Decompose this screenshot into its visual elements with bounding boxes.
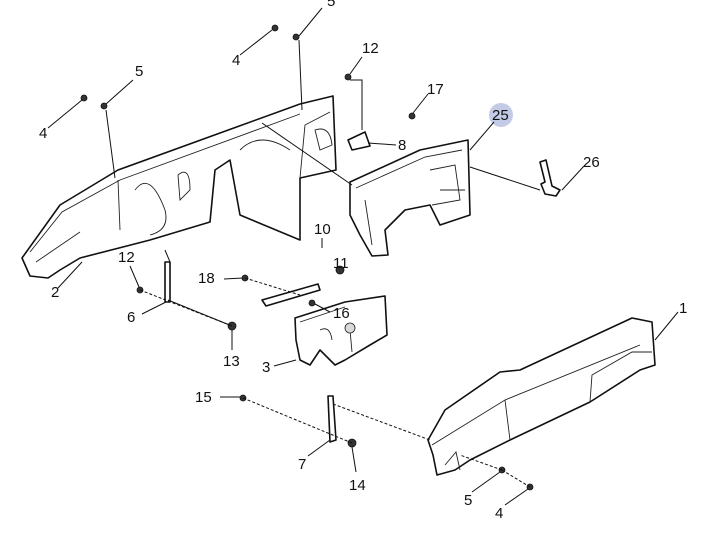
callout-highlight: [489, 103, 513, 127]
callout-13[interactable]: 13: [223, 330, 240, 370]
callout-4[interactable]: 4: [495, 488, 529, 522]
callout-14[interactable]: 14: [349, 446, 366, 494]
leader-line: [504, 488, 529, 506]
callout-number: 8: [398, 137, 406, 154]
callout-25[interactable]: 25: [469, 103, 513, 151]
leader-line: [349, 56, 363, 75]
callout-number: 16: [333, 305, 350, 322]
leader-line: [105, 79, 134, 105]
part-1-right-panel[interactable]: [427, 317, 656, 476]
leader-line: [469, 121, 495, 151]
callout-number: 5: [464, 492, 472, 509]
fastener-16: [308, 299, 316, 307]
callout-number: 11: [333, 255, 349, 272]
fastener-11: [335, 265, 345, 275]
leader-line: [471, 471, 501, 493]
callout-3[interactable]: 3: [262, 359, 297, 376]
callout-16[interactable]: 16: [314, 303, 350, 322]
callout-10[interactable]: 10: [314, 221, 331, 248]
leader-line: [561, 165, 585, 191]
fastener-5-top: [292, 33, 300, 41]
callout-number: 13: [223, 353, 240, 370]
part-2-left-panel[interactable]: [21, 95, 337, 279]
leader-line: [129, 265, 140, 288]
leader-line: [412, 93, 429, 114]
fastener-5-left: [100, 102, 108, 110]
callout-5[interactable]: 5: [298, 0, 335, 37]
leader-line: [141, 301, 167, 315]
callout-number: 2: [51, 284, 59, 301]
leader-line: [239, 29, 273, 56]
callout-26[interactable]: 26: [561, 154, 600, 191]
callout-12[interactable]: 12: [118, 249, 140, 288]
part-26-bracket[interactable]: [539, 159, 561, 197]
callout-number: 26: [583, 154, 600, 171]
leader-line: [351, 446, 357, 473]
part-10-bar[interactable]: [261, 283, 321, 307]
leader-line: [367, 142, 397, 146]
callout-number: 1: [679, 300, 687, 317]
fastener-12-top: [344, 73, 352, 81]
fastener-17: [408, 112, 416, 120]
callout-number: 14: [349, 477, 366, 494]
leader-line: [654, 311, 679, 341]
callout-12[interactable]: 12: [349, 40, 379, 75]
callout-number: 5: [327, 0, 335, 10]
assembly-lines: [105, 39, 541, 488]
leader-line: [223, 277, 244, 280]
callout-number: 10: [314, 221, 331, 238]
callout-number: 25: [492, 107, 509, 124]
callout-number: 3: [262, 359, 270, 376]
fastener-4-top: [271, 24, 279, 32]
callout-18[interactable]: 18: [198, 270, 244, 287]
leader-line: [57, 261, 83, 289]
callout-5[interactable]: 5: [464, 471, 501, 509]
callout-2[interactable]: 2: [51, 261, 83, 301]
callout-17[interactable]: 17: [412, 81, 444, 114]
leader-line: [47, 99, 83, 129]
callout-1[interactable]: 1: [654, 300, 687, 341]
fasteners: [80, 24, 534, 491]
callout-number: 5: [135, 63, 143, 80]
callout-number: 12: [362, 40, 379, 57]
part-7-bracket[interactable]: [327, 395, 337, 443]
leader-line: [307, 439, 331, 457]
callout-11[interactable]: 11: [333, 255, 349, 272]
callout-6[interactable]: 6: [127, 301, 167, 326]
callout-4[interactable]: 4: [39, 99, 83, 142]
part-6-bracket[interactable]: [164, 261, 171, 303]
callout-number: 17: [427, 81, 444, 98]
part-3-center-bracket[interactable]: [294, 295, 388, 366]
leader-line: [298, 7, 323, 37]
callout-7[interactable]: 7: [298, 439, 331, 473]
part-25-right-panel[interactable]: [349, 139, 471, 257]
callout-number: 4: [39, 125, 47, 142]
callout-number: 4: [232, 52, 240, 69]
callout-4[interactable]: 4: [232, 29, 273, 69]
callout-number: 12: [118, 249, 135, 266]
callout-15[interactable]: 15: [195, 389, 240, 406]
callout-number: 7: [298, 456, 306, 473]
callout-number: 18: [198, 270, 215, 287]
leader-line: [314, 303, 331, 313]
callout-number: 15: [195, 389, 212, 406]
callout-5[interactable]: 5: [105, 63, 143, 105]
leader-line: [273, 359, 297, 367]
callout-number: 4: [495, 505, 503, 522]
callout-number: 6: [127, 309, 135, 326]
part-8-clip[interactable]: [347, 131, 371, 151]
callout-8[interactable]: 8: [367, 137, 406, 154]
fastener-4-left: [80, 94, 88, 102]
